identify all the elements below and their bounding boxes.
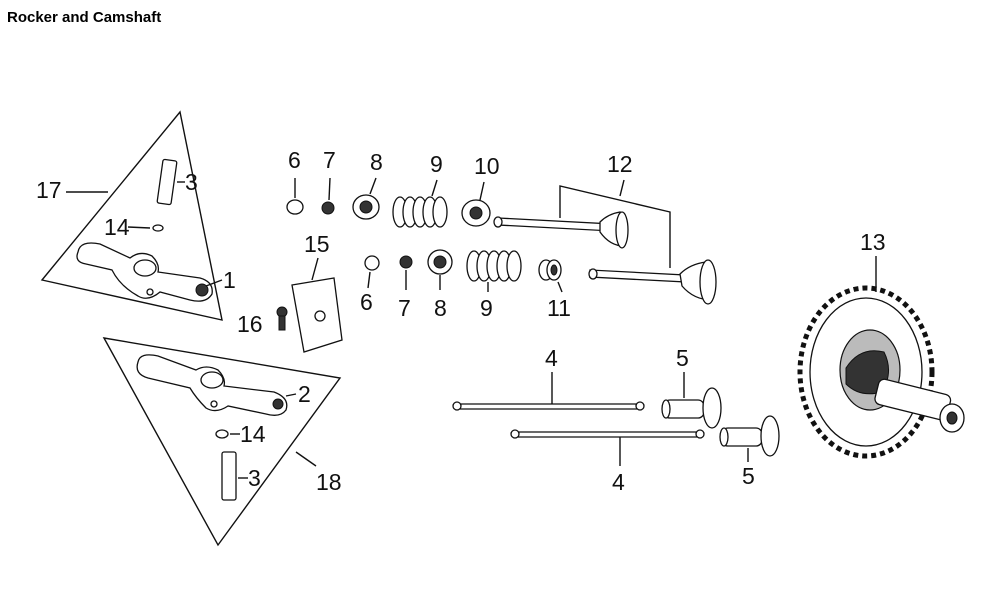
seal-11 [538,259,562,281]
callout-4-lower: 4 [612,469,625,495]
rocker-arm-2-pivot [200,371,224,389]
push-rod-4-upper [455,403,641,410]
spring-9-upper [392,196,448,228]
rotator-10-center [469,206,483,220]
callout-3-upper: 3 [185,169,198,195]
callout-12: 12 [607,151,633,177]
rocker-arm-2-adjuster [272,398,284,410]
callout-1: 1 [223,267,236,293]
callout-10: 10 [474,153,500,179]
callout-11: 11 [547,295,571,321]
valve-12-upper-head [615,211,629,249]
valve-parts-lower [364,249,563,293]
rocker-shaft-3-lower [221,451,237,501]
valves-12 [493,179,717,305]
cap-6-lower [364,255,380,271]
callout-14-upper: 14 [104,214,130,240]
group-18-outline [102,337,342,547]
callout-13: 13 [860,229,886,255]
callout-7-lower: 7 [398,295,411,321]
leader-14-upper [127,226,151,229]
callout-6-upper: 6 [288,147,301,173]
valve-12-lower-head [699,259,717,305]
bolt-16-thread [278,315,286,331]
rocker-arm-1-hole [146,288,154,296]
clip-14-lower [215,429,229,439]
leader-18 [295,451,317,467]
leader-15 [311,257,319,281]
valve-parts-upper [286,177,491,228]
push-rods-4 [452,372,705,466]
push-rod-4-lower [513,431,701,438]
group-17 [40,110,223,321]
leader-8-upper [369,177,377,195]
callout-15: 15 [304,231,330,257]
callout-18: 18 [316,469,342,495]
callout-9-lower: 9 [480,295,493,321]
guide-plate-assembly [276,257,343,353]
valve-12-lower-tip [588,268,598,280]
valve-12-upper-tip [493,216,503,228]
retainer-8-upper-center [359,200,373,214]
callout-7-upper: 7 [323,147,336,173]
valve-12-lower-stem [588,269,691,283]
diagram-title: Rocker and Camshaft [7,9,162,26]
callout-3-lower: 3 [248,465,261,491]
callout-2: 2 [298,381,311,407]
rocker-shaft-3-upper [156,158,178,206]
camshaft-13 [797,256,965,459]
group-17-outline [40,110,223,321]
leader-12 [619,179,625,197]
leader-1 [205,279,223,287]
callout-5-lower: 5 [742,463,755,489]
group-18 [102,337,342,547]
callout-4-upper: 4 [545,345,558,371]
rocker-arm-1-pivot [133,259,157,277]
guide-plate-hole [314,310,326,322]
callout-9-upper: 9 [430,151,443,177]
spring-9-lower [466,250,522,282]
rocker-arm-2-hole [210,400,218,408]
leader-11 [557,281,563,293]
leader-12-bracket [559,185,671,268]
clip-14-upper [152,224,164,232]
camshaft-end-bore [946,411,958,425]
callout-8-upper: 8 [370,149,383,175]
cotter-7-upper [321,201,335,215]
callout-5-upper: 5 [676,345,689,371]
leader-9-upper [431,179,438,197]
leader-2 [285,393,297,397]
leader-10 [479,181,485,201]
callout-6-lower: 6 [360,289,373,315]
callout-8-lower: 8 [434,295,447,321]
tappet-5-upper-foot [702,387,722,429]
tappets-5 [661,372,780,462]
callout-17: 17 [36,177,62,203]
retainer-8-lower-center [433,255,447,269]
callout-labels: 17 3 14 1 6 7 8 9 10 12 15 16 6 7 8 9 11… [36,147,886,495]
rocker-arm-1-adjuster [195,283,209,297]
leader-6-lower [367,271,371,289]
callout-14-lower: 14 [240,421,266,447]
tappet-5-lower-foot [760,415,780,457]
cam-lobe [845,350,889,395]
cotter-7-lower [399,255,413,269]
cap-6-upper [286,199,304,215]
callout-16: 16 [237,311,263,337]
valve-12-upper-stem [496,217,609,232]
leader-7-upper [328,177,331,201]
